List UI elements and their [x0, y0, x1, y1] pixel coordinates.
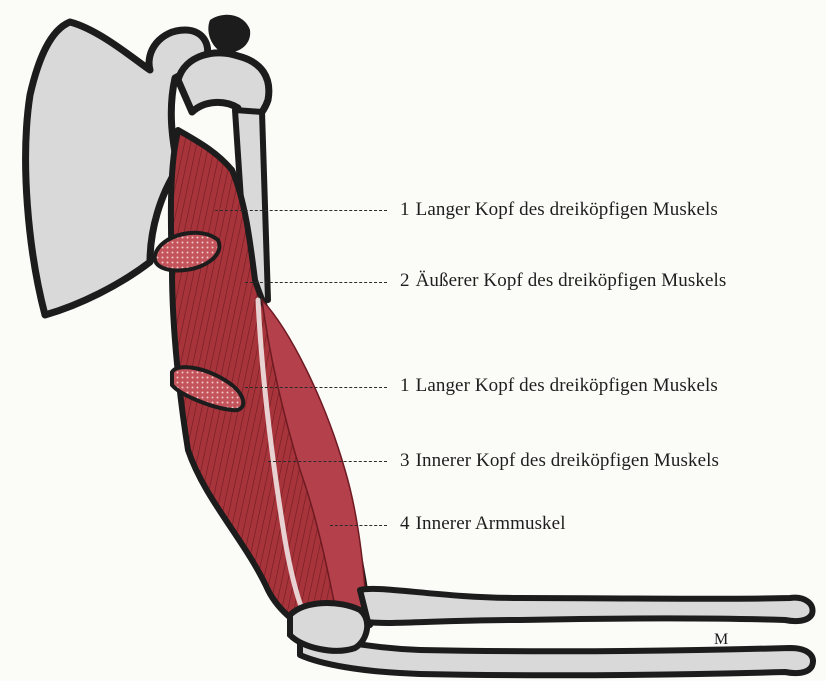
label-number: 2 — [400, 270, 410, 291]
label-number: 4 — [400, 513, 410, 534]
label-3-innerer-kopf: 3 Innerer Kopf des dreiköpfigen Muskels — [400, 450, 719, 472]
leader-line-3 — [245, 387, 387, 388]
leader-line-1 — [215, 210, 387, 211]
label-text: Innerer Kopf des dreiköpfigen Muskels — [416, 450, 719, 471]
leader-line-5 — [330, 525, 387, 526]
clavicle-end — [208, 15, 250, 53]
label-number: 1 — [400, 199, 410, 220]
label-number: 1 — [400, 375, 410, 396]
forearm-bone-lower — [300, 632, 813, 675]
forearm-bone-upper — [360, 589, 813, 623]
label-1-langer-kopf: 1 Langer Kopf des dreiköpfigen Muskels — [400, 199, 718, 221]
signature-mark: M — [714, 631, 728, 648]
label-text: Äußerer Kopf des dreiköpfigen Muskels — [416, 270, 727, 291]
label-text: Langer Kopf des dreiköpfigen Muskels — [416, 375, 718, 396]
label-text: Langer Kopf des dreiköpfigen Muskels — [416, 199, 718, 220]
label-2-aeusserer-kopf: 2 Äußerer Kopf des dreiköpfigen Muskels — [400, 270, 726, 292]
label-number: 3 — [400, 450, 410, 471]
label-1b-langer-kopf: 1 Langer Kopf des dreiköpfigen Muskels — [400, 375, 718, 397]
leader-line-4 — [268, 461, 387, 462]
olecranon — [290, 603, 367, 651]
label-4-innerer-armmuskel: 4 Innerer Armmuskel — [400, 513, 566, 535]
leader-line-2 — [245, 282, 387, 283]
label-text: Innerer Armmuskel — [416, 513, 566, 534]
